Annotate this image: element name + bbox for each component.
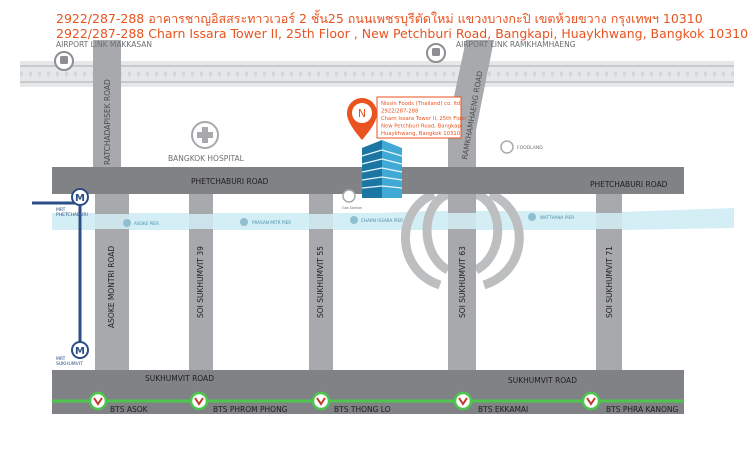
mrt-sukhumvit-icon: M (71, 341, 89, 359)
bts-phra-kanong-icon (581, 391, 601, 411)
hospital-icon (191, 121, 219, 149)
callout-line-1: Nissin Foods (Thailand) co. ltd (381, 101, 461, 107)
pin-marker-letter: N (358, 107, 366, 120)
asoke-montri-road-label: ASOKE MONTRI ROAD (107, 246, 116, 328)
bts-phrom-phong-icon (189, 391, 209, 411)
bts-ekkamai-label: BTS EKKAMAI (478, 405, 528, 414)
sukhumvit-road (52, 370, 684, 414)
soi-39-label: SOI SUKHUMVIT 39 (196, 246, 205, 318)
airport-makkasan-label: AIRPORT LINK MAKKASAN (56, 40, 152, 49)
prasan-mitr-pier-icon (240, 218, 248, 226)
building-icon (361, 140, 403, 198)
ratchadapisek-road-label: RATCHADAPISEK ROAD (103, 79, 112, 165)
svg-text:M: M (75, 346, 85, 357)
charn-issara-pier-label: CHARN ISSARA PIER (361, 218, 403, 223)
sukhumvit-road-label-2: SUKHUMVIT ROAD (508, 376, 577, 385)
asoke-pier-label: ASOKE PIER (134, 221, 159, 226)
interchange-loops (401, 189, 524, 290)
soi-63-label: SOI SUKHUMVIT 63 (458, 246, 467, 318)
hospital-label: BANGKOK HOSPITAL (168, 154, 245, 163)
address-english: 2922/287-288 Charn Issara Tower II, 25th… (56, 26, 748, 41)
gas-station-label: Gas Station (342, 206, 362, 210)
bts-asok-icon (88, 391, 108, 411)
address-thai: 2922/287-288 อาคารชาญอิสสระทาวเวอร์ 2 ชั… (56, 11, 703, 26)
svg-text:M: M (75, 193, 85, 204)
phetchaburi-road-label-1: PHETCHABURI ROAD (191, 177, 269, 186)
bts-thong-lo-label: BTS THONG LO (334, 405, 391, 414)
charn-issara-pier-icon (350, 216, 358, 224)
canal (52, 208, 734, 230)
phetchaburi-road-label-2: PHETCHABURI ROAD (590, 180, 668, 189)
foodland-icon (500, 140, 514, 154)
airport-ramkhamhaeng-label: AIRPORT LINK RAMKHAMHAENG (456, 40, 576, 49)
callout-line-2: 2922/287-288 (381, 109, 419, 115)
mrt-phetchaburi-label-2: PHETCHABURI (56, 212, 88, 218)
callout-line-5: Huaykhwang, Bangkok 10310 (381, 131, 461, 137)
callout-line-3: Charn Issara Tower II, 25th Floor (381, 116, 467, 122)
sukhumvit-road-label-1: SUKHUMVIT ROAD (145, 374, 214, 383)
destination-callout (376, 96, 462, 139)
bts-thong-lo-icon (311, 391, 331, 411)
soi-55-label: SOI SUKHUMVIT 55 (316, 246, 325, 318)
bts-phrom-phong-label: BTS PHROM PHONG (213, 405, 288, 414)
gas-station-icon (342, 189, 356, 203)
asoke-pier-icon (123, 219, 131, 227)
bts-asok-label: BTS ASOK (110, 405, 149, 414)
callout-line-4: New Petchburi Road, Bangkapi (381, 124, 462, 130)
foodland-label: FOODLAND (517, 145, 543, 151)
soi-71-label: SOI SUKHUMVIT 71 (605, 246, 614, 318)
mrt-sukhumvit-label-1: MRT (56, 356, 66, 362)
mrt-phetchaburi-icon: M (71, 188, 89, 206)
watthana-pier-icon (528, 213, 536, 221)
location-pin-icon (347, 98, 377, 140)
map: M M (20, 40, 734, 414)
mrt-phetchaburi-label-1: MRT (56, 207, 66, 213)
watthana-pier-label: WATTHANA PIER (540, 215, 574, 220)
mrt-sukhumvit-label-2: SUKHUMVIT (56, 361, 83, 367)
prasan-mitr-pier-label: PRASAN MITR PIER (252, 220, 291, 225)
bts-ekkamai-icon (453, 391, 473, 411)
ratchadapisek-road (93, 40, 121, 167)
airport-rail-link (20, 61, 734, 87)
bts-phra-kanong-label: BTS PHRA KANONG (606, 405, 678, 414)
